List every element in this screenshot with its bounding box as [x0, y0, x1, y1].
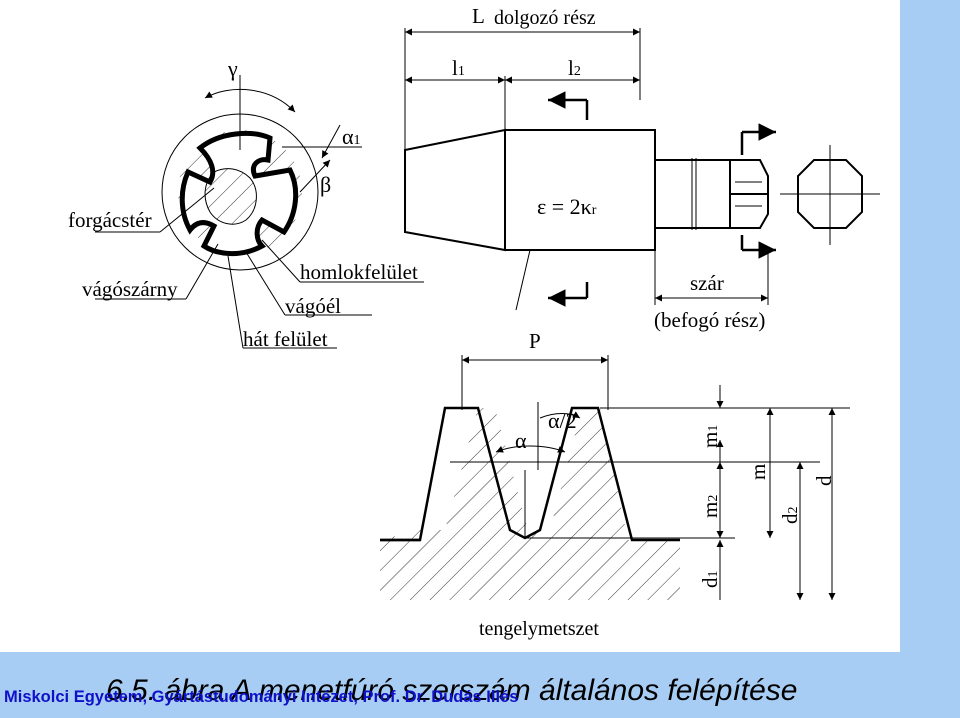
label-m1: m1	[698, 424, 722, 448]
footer-credit: Miskolci Egyetem, Gyártástudományi Intéz…	[4, 688, 519, 706]
gamma-arc	[204, 88, 296, 113]
figure-caption: 6.5. ábra A menetfúró szerszám általános…	[106, 674, 798, 707]
label-homlokfelulet: homlokfelület	[300, 260, 418, 284]
cross-section-leaders	[95, 187, 424, 349]
label-alpha-half: α/2	[548, 408, 577, 433]
tap-cross-section	[161, 113, 319, 271]
label-alpha1: α1	[342, 124, 361, 149]
thread-dimensions	[450, 355, 850, 600]
tap-side-view	[404, 128, 769, 252]
label-befogo-resz: (befogó rész)	[654, 308, 766, 332]
label-d1: d1	[698, 570, 722, 589]
label-vagoszarny: vágószárny	[82, 277, 178, 301]
label-epsilon: ε = 2κr	[537, 194, 597, 219]
label-alpha: α	[515, 428, 527, 453]
label-d: d	[812, 475, 836, 487]
label-hat-felulet: hát felület	[243, 327, 328, 351]
label-l1: l1	[452, 56, 465, 80]
label-P: P	[529, 329, 541, 353]
label-dolgozo-resz: dolgozó rész	[494, 7, 596, 29]
label-szar: szár	[690, 271, 724, 295]
label-L: L	[472, 4, 485, 28]
label-m2: m2	[698, 494, 722, 518]
square-end-dims	[780, 145, 880, 245]
beta-leader	[299, 159, 331, 193]
label-d2: d2	[778, 506, 802, 525]
label-m: m	[746, 463, 770, 480]
label-tengelymetszet: tengelymetszet	[479, 618, 599, 640]
label-forgacster: forgácstér	[68, 208, 152, 232]
label-vagoel: vágóél	[285, 294, 341, 318]
label-beta: β	[320, 172, 332, 197]
square-end-view	[797, 159, 863, 229]
section-arrows	[548, 91, 776, 307]
dimension-lines-top	[404, 28, 769, 311]
alpha1-arrow	[321, 124, 341, 159]
label-gamma: γ	[228, 56, 238, 81]
label-l2: l2	[568, 56, 581, 80]
